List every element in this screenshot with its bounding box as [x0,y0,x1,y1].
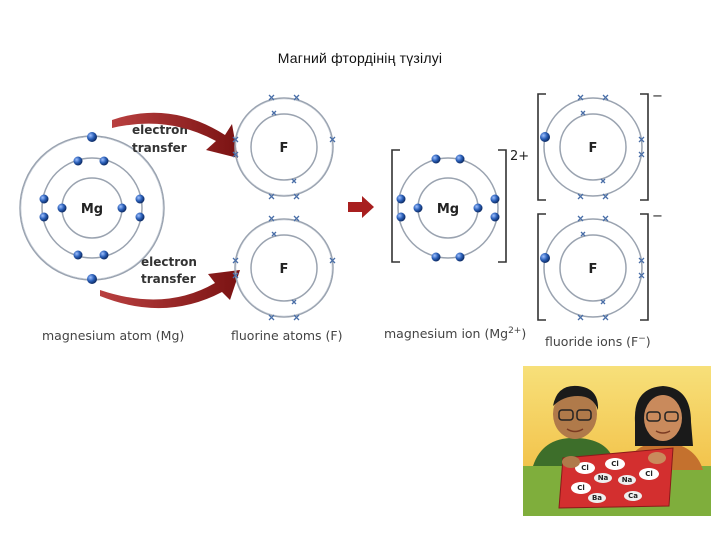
mg-atom-symbol: Mg [81,202,103,217]
electron-transfer-bottom-line2: transfer [141,272,196,286]
f-atom-bottom-electrons [232,215,336,321]
caption-mg-ion: magnesium ion (Mg2+) [384,326,527,342]
ion-card: Cl [639,468,659,480]
ion-card: Na [594,473,612,483]
svg-text:Na: Na [622,476,633,484]
caption-mg-atom: magnesium atom (Mg) [42,328,185,343]
electron-transfer-top-line2: transfer [132,141,187,155]
svg-text:Cl: Cl [581,464,589,472]
electron-transfer-top-line1: electron [132,123,188,137]
girl-hand [648,452,666,464]
f-ion-bottom-charge: − [652,209,663,224]
f-atom-top-symbol: F [280,141,289,156]
ion-card: Cl [575,462,595,474]
svg-text:Ca: Ca [628,492,638,500]
fluoride-ion-top: F − [537,89,663,201]
svg-text:Ba: Ba [592,494,602,502]
f-ion-bottom-symbol: F [589,262,598,277]
ion-card: Cl [571,482,591,494]
fluorine-atom-top: F [232,94,336,200]
mg-ion-symbol: Mg [437,202,459,217]
fluoride-ion-bottom: F − [537,209,663,321]
magnesium-atom: Mg [19,132,165,284]
mg-atom-electrons [39,132,145,284]
transfer-arrow-bottom [100,270,240,309]
magnesium-ion: Mg 2+ [391,149,529,263]
mg-ion-charge: 2+ [510,149,529,164]
transfer-arrow-top [112,112,238,158]
ion-card: Ba [588,493,606,503]
students-with-ion-cards-icon: Cl Cl Cl Na Na Cl Ba Ca [523,366,711,516]
f-ion-top-charge: − [652,89,663,104]
f-ion-bottom-gained-electron [540,253,550,263]
boy-figure [533,385,615,466]
mg-ion-electrons [396,154,500,262]
boy-hand [562,456,580,468]
electron-transfer-bottom-line1: electron [141,255,197,269]
page-title: Магний фтордінің түзілуі [277,50,443,66]
svg-text:Cl: Cl [645,470,653,478]
svg-text:Cl: Cl [577,484,585,492]
f-ion-top-symbol: F [589,141,598,156]
ion-card: Ca [624,491,642,501]
fluorine-atom-bottom: F [232,215,336,321]
reaction-arrow [348,196,374,218]
f-ion-top-gained-electron [540,132,550,142]
caption-f-atoms: fluorine atoms (F) [231,328,343,343]
svg-text:Cl: Cl [611,460,619,468]
ion-card: Na [618,475,636,485]
caption-f-ions: fluoride ions (F−) [545,334,651,350]
ion-card: Cl [605,458,625,470]
f-atom-bottom-symbol: F [280,262,289,277]
f-atom-top-electrons [232,94,336,200]
svg-text:Na: Na [598,474,609,482]
